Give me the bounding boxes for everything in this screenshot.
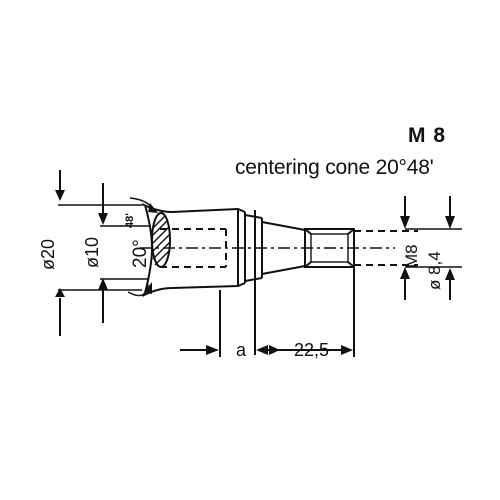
length-22-5-label: 22,5 <box>294 340 329 360</box>
cone-body <box>141 203 246 297</box>
taper-angle-small-label: 48' <box>124 213 136 228</box>
outer-diameter-label: ø20 <box>38 239 58 270</box>
thread-diameter-label: ø 8,4 <box>425 251 444 290</box>
length-a-label: a <box>236 340 247 360</box>
right-dimensions <box>400 196 462 300</box>
taper-angle-label: 20° <box>130 239 151 268</box>
thread-size-label: M8 <box>402 244 421 268</box>
neck-taper <box>244 210 306 355</box>
thread-shank <box>304 228 418 357</box>
left-dimensions <box>55 170 158 336</box>
bottom-dimensions <box>180 290 353 357</box>
thread-heading: M 8 <box>408 124 447 147</box>
cone-heading: centering cone 20°48' <box>235 156 434 179</box>
inner-diameter-label: ø10 <box>82 237 102 268</box>
